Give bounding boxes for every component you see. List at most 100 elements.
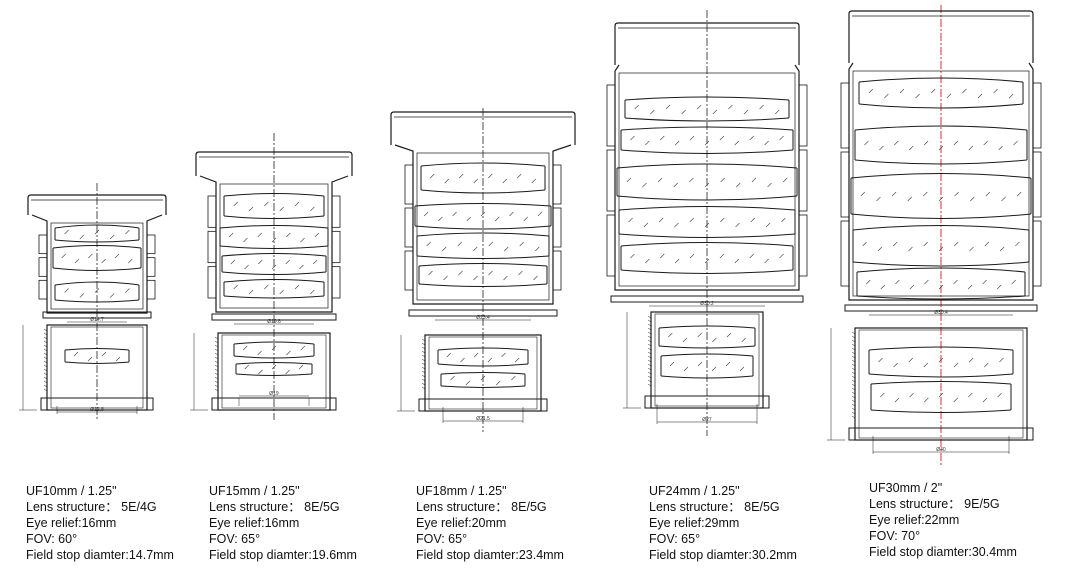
glass-hatch <box>645 140 650 146</box>
lens-surface <box>420 162 546 167</box>
glass-hatch <box>908 357 913 363</box>
thread <box>43 388 48 392</box>
thread <box>43 384 48 388</box>
glass-hatch <box>299 264 304 270</box>
glass-hatch <box>502 178 507 184</box>
glass-hatch <box>457 241 462 247</box>
glass-hatch <box>473 246 478 252</box>
lens-surface <box>658 345 756 349</box>
glass-hatch <box>985 191 991 197</box>
thread <box>421 346 426 350</box>
thread <box>43 340 48 344</box>
glass-hatch <box>953 140 959 146</box>
glass-hatch <box>997 392 1002 398</box>
glass-hatch <box>938 145 944 151</box>
lens-surface <box>856 267 1026 273</box>
glass-hatch <box>94 288 100 293</box>
lens-surface <box>418 283 548 287</box>
spec-block-uf15: UF15mm / 1.25" Lens structure： 8E/5G Eye… <box>209 483 357 563</box>
glass-hatch <box>73 351 79 357</box>
grip-left <box>606 214 616 277</box>
glass-hatch <box>860 191 866 197</box>
glass-hatch <box>125 229 130 235</box>
lens-surface <box>660 353 754 357</box>
barrel-flange <box>211 397 337 411</box>
thread <box>43 360 48 364</box>
thread <box>421 362 426 366</box>
glass-hatch <box>517 173 522 179</box>
grip-right <box>331 195 341 228</box>
glass-hatch <box>459 173 464 179</box>
glass-hatch <box>233 284 238 290</box>
glass-hatch <box>735 222 740 228</box>
glass-hatch <box>501 352 506 358</box>
glass-hatch <box>866 279 871 285</box>
grip-left <box>404 207 414 248</box>
glass-hatch <box>428 270 433 276</box>
housing-inner-wall <box>618 72 796 287</box>
glass-hatch <box>310 206 315 212</box>
glass-hatch <box>473 178 478 184</box>
thread <box>647 379 652 383</box>
spec-structure: Lens structure： 8E/5G <box>649 500 780 514</box>
glass-hatch <box>970 196 975 202</box>
glass-hatch <box>953 362 959 368</box>
thread <box>214 368 219 372</box>
glass-hatch <box>764 140 769 146</box>
glass-hatch <box>115 356 121 362</box>
spec-block-uf18: UF18mm / 1.25" Lens structure： 8E/5G Eye… <box>416 483 564 563</box>
glass-hatch <box>473 352 479 358</box>
glass-hatch <box>258 369 263 375</box>
spec-field-stop: Field stop diamter:14.7mm <box>26 548 174 562</box>
glass-hatch <box>101 258 106 264</box>
glass-hatch <box>466 216 471 222</box>
glass-hatch <box>630 135 635 141</box>
glass-hatch <box>999 246 1005 252</box>
glass-hatch <box>954 191 959 197</box>
grip-left <box>38 257 48 277</box>
field-stop-plate <box>42 311 152 319</box>
spec-block-uf10: UF10mm / 1.25" Lens structure： 5E/4G Eye… <box>26 483 174 563</box>
glass-hatch <box>938 196 944 202</box>
glass-hatch <box>712 337 717 343</box>
glass-hatch <box>658 217 664 223</box>
glass-hatch <box>968 392 973 398</box>
diameter-label: Ø21.5 <box>476 416 490 422</box>
glass-hatch <box>233 201 238 207</box>
lens-surface <box>64 348 130 351</box>
glass-hatch <box>923 241 928 247</box>
glass-hatch <box>908 246 913 252</box>
spec-field-stop: Field stop diamter:19.6mm <box>209 548 357 562</box>
glass-hatch <box>488 173 493 179</box>
lens-surface <box>235 373 313 376</box>
thread <box>43 332 48 336</box>
lens-surface <box>618 206 796 211</box>
glass-hatch <box>495 380 501 386</box>
glass-hatch <box>967 284 973 290</box>
glass-hatch <box>452 211 457 217</box>
glass-hatch <box>734 140 740 146</box>
thread <box>851 375 856 379</box>
glass-hatch <box>879 145 884 151</box>
glass-hatch <box>642 182 647 188</box>
glass-hatch <box>657 177 663 183</box>
glass-hatch <box>893 362 898 368</box>
glass-hatch <box>480 211 486 217</box>
lens-surface <box>233 355 315 359</box>
glass-hatch <box>271 264 277 270</box>
thread <box>43 356 48 360</box>
glass-hatch <box>314 232 320 238</box>
thread <box>421 382 426 386</box>
glass-hatch <box>430 173 435 179</box>
thread <box>647 383 652 387</box>
spec-name: UF15mm / 1.25" <box>209 484 300 498</box>
glass-hatch <box>244 364 250 370</box>
grip-right <box>331 230 341 264</box>
lens-surface <box>616 195 798 201</box>
thread <box>647 371 652 375</box>
glass-hatch <box>719 135 725 141</box>
lens-surface <box>440 372 526 375</box>
barrel-flange <box>40 397 154 411</box>
glass-hatch <box>626 177 632 183</box>
